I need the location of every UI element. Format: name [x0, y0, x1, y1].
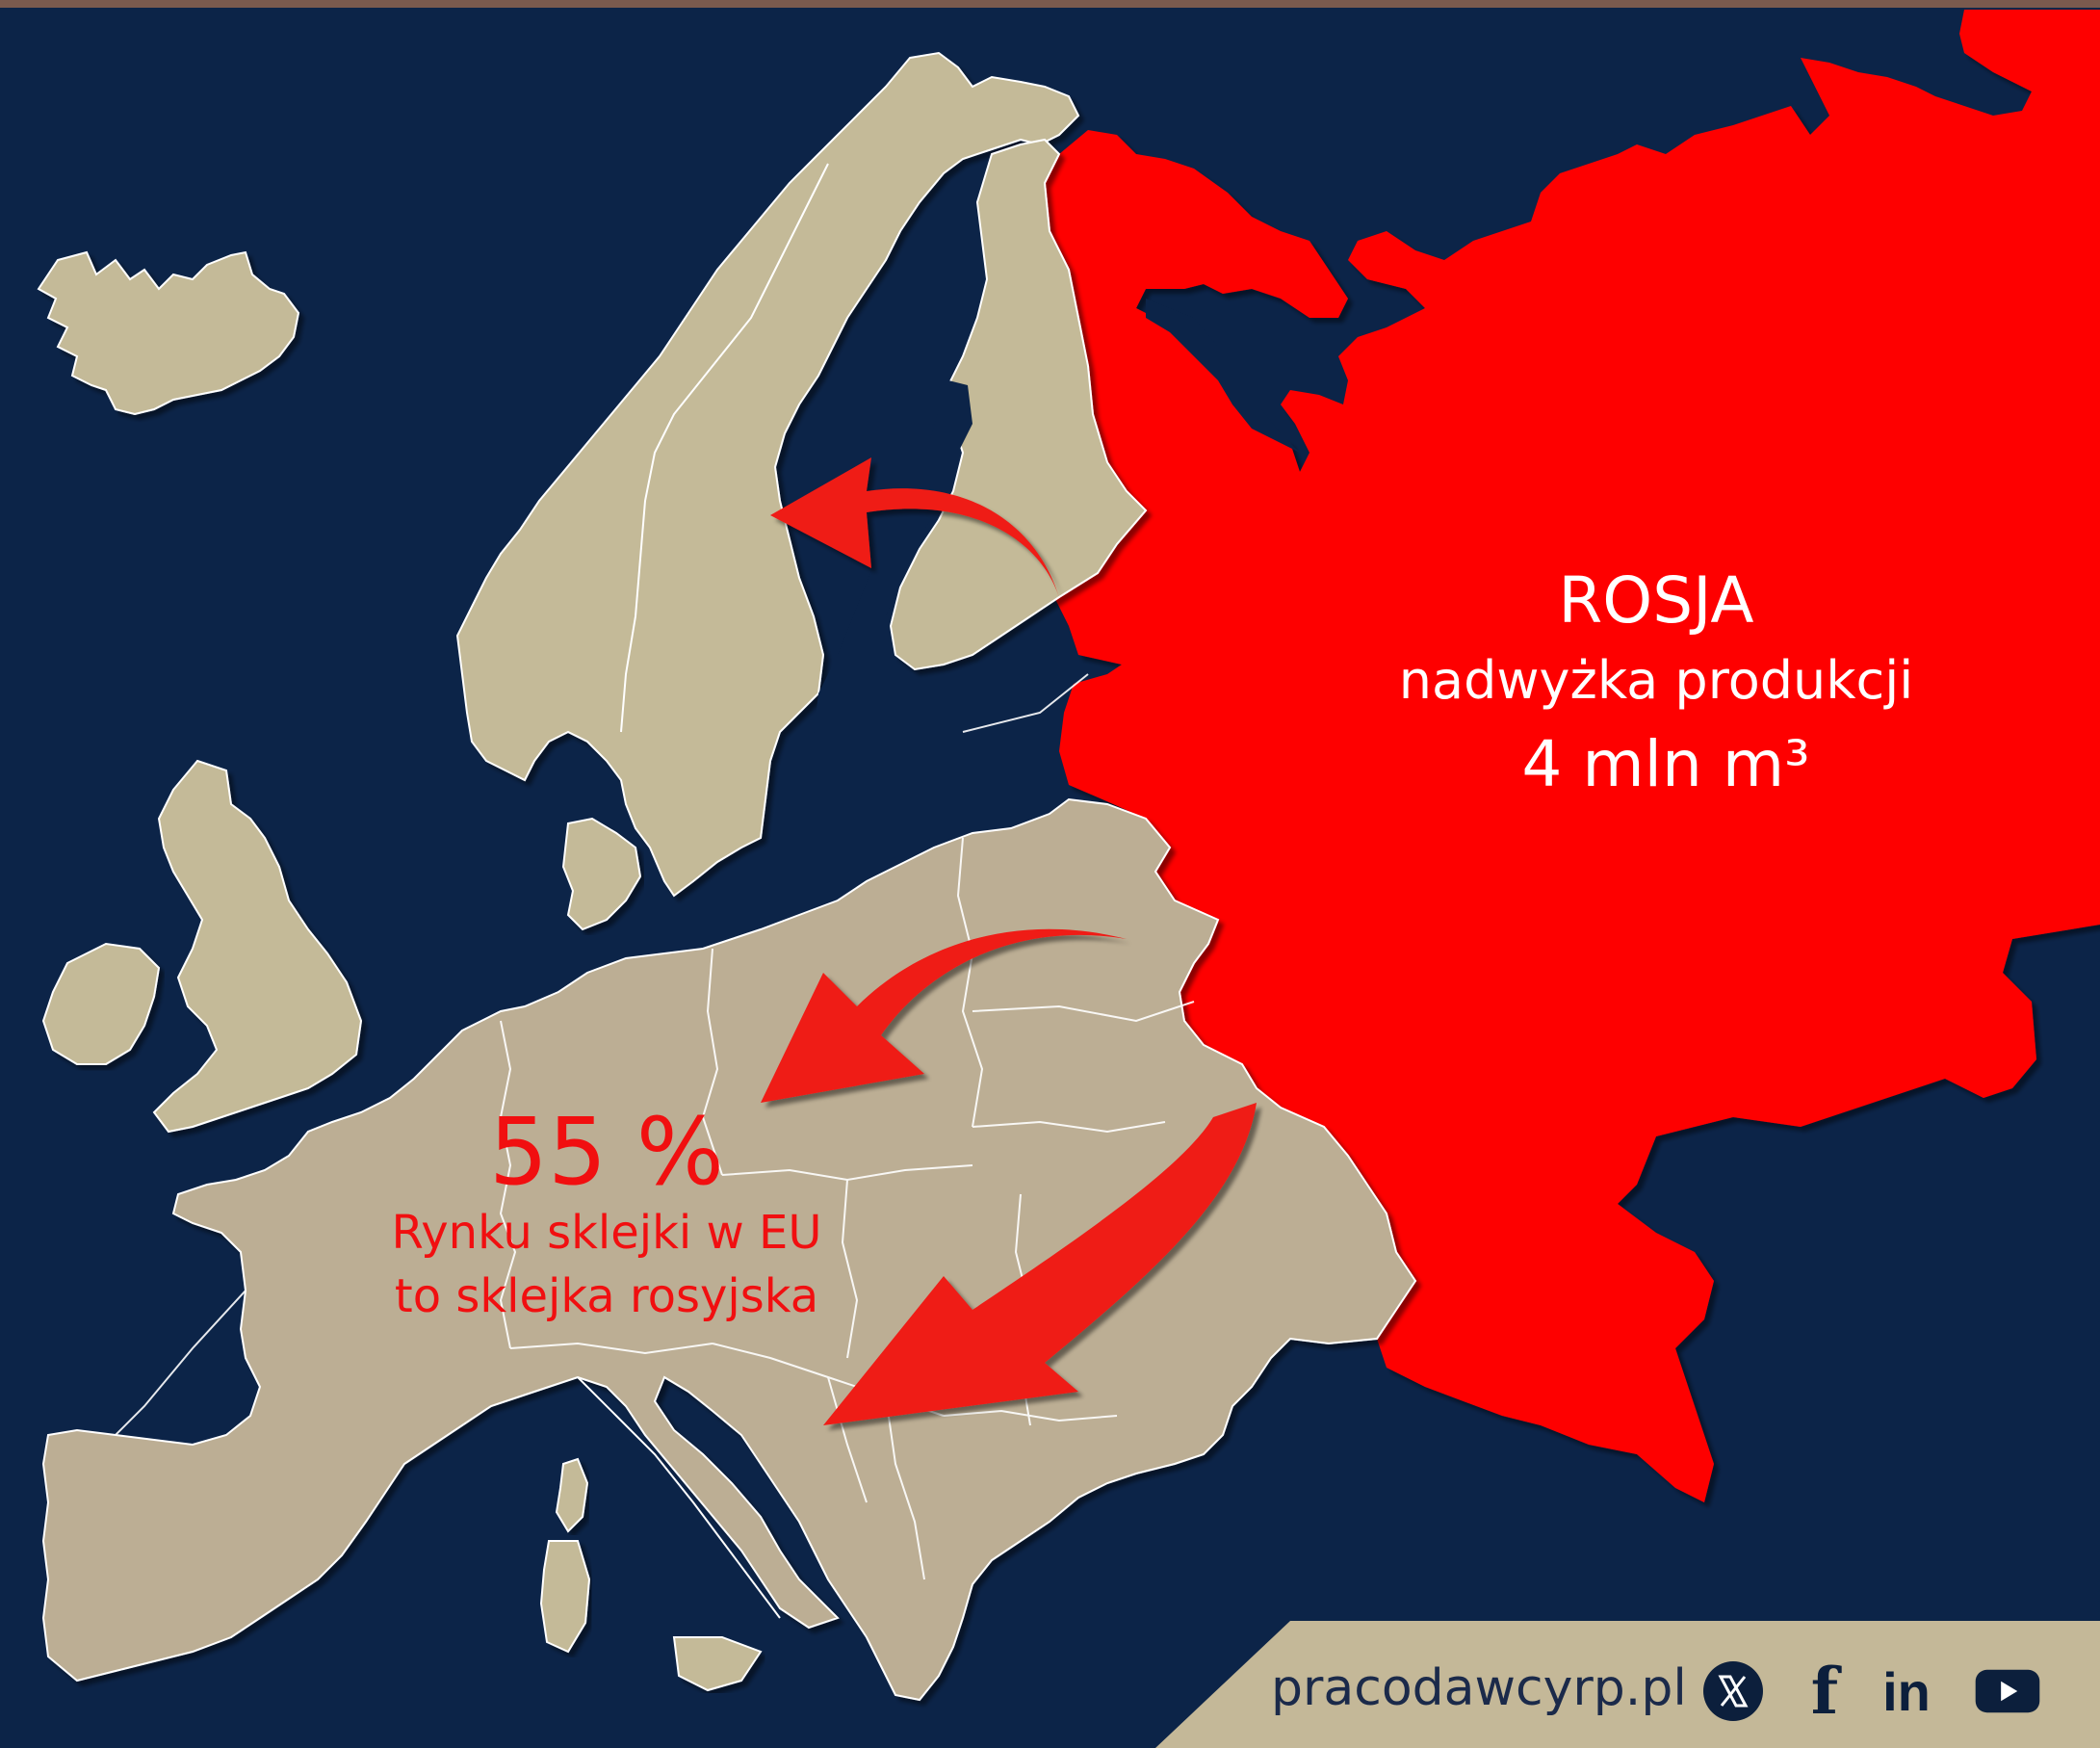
- sicily: [672, 1636, 763, 1692]
- eu-share-line1: Rynku sklejki w EU: [391, 1206, 822, 1260]
- youtube-icon[interactable]: [1974, 1657, 2041, 1725]
- arrow-to-central-europe: [761, 928, 1127, 1103]
- russia-title: ROSJA: [1558, 563, 1754, 638]
- norway-sweden-border: [620, 163, 829, 733]
- sardinia: [539, 1540, 591, 1654]
- italy-outline: [577, 1376, 781, 1619]
- russia-region: [1045, 10, 2100, 1502]
- footer-band: [1155, 1621, 2100, 1748]
- russia-subtitle: nadwyżka produkcji: [1398, 650, 1914, 711]
- denmark: [561, 817, 642, 931]
- x-icon[interactable]: [1699, 1657, 1767, 1725]
- gulf-of-bothnia: [814, 380, 972, 751]
- arrow-to-scandinavia: [770, 457, 1059, 597]
- facebook-icon[interactable]: f: [1810, 1654, 1839, 1729]
- great-britain: [152, 759, 363, 1134]
- top-accent-bar: [0, 0, 2100, 8]
- russia-volume: 4 mln m³: [1521, 727, 1810, 801]
- corsica: [555, 1457, 589, 1533]
- website-link[interactable]: pracodawcyrp.pl: [1271, 1659, 1687, 1717]
- arrow-to-south-europe: [823, 1103, 1257, 1425]
- eu-share-percent: 55 %: [489, 1098, 724, 1206]
- white-sea: [1146, 299, 1300, 453]
- continental-europe: [41, 797, 1417, 1702]
- iceland: [37, 250, 300, 416]
- eu-share-line2: to sklejka rosyjska: [394, 1269, 819, 1323]
- finland: [889, 138, 1148, 671]
- linkedin-icon[interactable]: in: [1882, 1660, 1931, 1722]
- ireland: [41, 942, 161, 1065]
- scandinavia: [455, 51, 1080, 898]
- footer: pracodawcyrp.pl f in: [1146, 1621, 2100, 1748]
- export-arrows: [761, 457, 1257, 1425]
